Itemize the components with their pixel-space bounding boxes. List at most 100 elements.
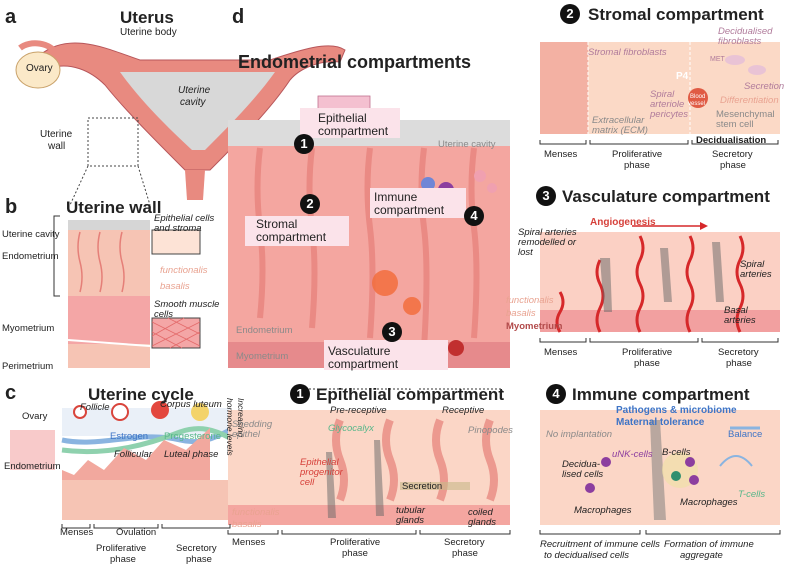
macrophages-label-1: Macrophages (574, 505, 632, 516)
angiogenesis-label: Angiogenesis (590, 217, 656, 228)
d-number-4: 4 (464, 206, 484, 226)
epithelial-cells-label-2: and stroma (154, 223, 202, 234)
pathogens-label: Pathogens & microbiome (616, 405, 737, 416)
phase-brackets (53, 140, 781, 535)
no-implantation-label: No implantation (546, 429, 613, 440)
mesenchymal-label-1: Mesenchymal (716, 109, 775, 120)
b-myometrium-label: Myometrium (2, 323, 55, 334)
v-functionalis-label: functionalis (506, 295, 554, 306)
uterine-wall-label-1: Uterine (40, 129, 73, 140)
uterine-cavity-label-1: Uterine (178, 85, 211, 96)
d-stromal-label-2: compartment (256, 230, 327, 244)
b-perimetrium-label: Perimetrium (2, 361, 54, 372)
panel-label-c: c (5, 382, 17, 404)
uterine-cycle-illustration (10, 401, 232, 520)
c-proliferative-label-2: phase (110, 554, 136, 565)
decidualisation-label: Decidualisation (696, 135, 767, 146)
v-basalis-label: basalis (506, 308, 536, 319)
uterine-wall-label-2: wall (48, 141, 66, 152)
coiled-label-2: glands (468, 517, 496, 528)
balance-label: Balance (728, 429, 763, 440)
macrophages-label-2: Macrophages (680, 497, 738, 508)
stromal-title: Stromal compartment (588, 5, 764, 24)
mesenchymal-label-2: stem cell (716, 119, 754, 130)
basal-arteries-label-1: Basal (724, 305, 748, 316)
d-epithelial-label-2: compartment (318, 124, 389, 138)
tubular-label-1: tubular (396, 505, 426, 516)
immune-number: 4 (546, 384, 566, 404)
e-menses-label: Menses (232, 537, 266, 548)
progenitor-label-3: cell (300, 477, 315, 488)
endometrium-illustration (228, 95, 510, 370)
stromal-secretory-label-1: Secretory (712, 149, 753, 160)
d-endometrium-label: Endometrium (236, 325, 293, 336)
v-secretory-label-2: phase (726, 358, 752, 369)
vasculature-illustration (540, 232, 780, 333)
epithelial-number: 1 (290, 384, 310, 404)
pre-receptive-label: Pre-receptive (330, 405, 387, 416)
follicular-label: Follicular (114, 449, 153, 460)
progesterone-label: Progesterone (164, 431, 222, 442)
stromal-menses-label: Menses (544, 149, 578, 160)
recruitment-label-1: Recruitment of immune cells (540, 539, 660, 550)
d-epithelial-label-1: Epithelial (318, 111, 367, 125)
epithelial-secretion-label: Secretion (402, 481, 443, 492)
d-vasculature-label-2: compartment (328, 357, 399, 371)
uterine-body-label: Uterine body (120, 27, 177, 38)
vasculature-number: 3 (536, 186, 556, 206)
d-myometrium-label: Myometrium (236, 351, 289, 362)
panel-label-d: d (232, 6, 245, 28)
spiral-arteriole-label-3: pericytes (650, 109, 689, 120)
c-secretory-label-1: Secretory (176, 543, 217, 554)
panel-label-b: b (5, 196, 18, 218)
stromal-proliferative-label-1: Proliferative (612, 149, 663, 160)
e-proliferative-label-2: phase (342, 548, 368, 559)
uterus-title: Uterus (120, 8, 174, 27)
decidualised-label-2: fibroblasts (718, 36, 762, 47)
v-menses-label: Menses (544, 347, 578, 358)
b-uterine-cavity-label: Uterine cavity (2, 229, 60, 240)
ovulation-label: Ovulation (116, 527, 157, 538)
v-secretory-label-1: Secretory (718, 347, 759, 358)
stromal-secretory-label-2: phase (720, 160, 746, 171)
d-vasculature-label-1: Vasculature (328, 344, 391, 358)
d-number-1: 1 (294, 134, 314, 154)
corpus-luteum-label: Corpus luteum (160, 399, 222, 410)
immune-title: Immune compartment (572, 385, 750, 404)
spiral-arteries-label-1: Spiral (740, 259, 765, 270)
c-ovary-label: Ovary (22, 411, 48, 422)
recruitment-label-2: to decidualised cells (544, 550, 630, 561)
blood-vessel-label-2: vessel (688, 101, 706, 107)
d-uterine-cavity-label: Uterine cavity (438, 139, 496, 150)
basal-arteries-label-2: arteries (724, 315, 756, 326)
spiral-arteriole-label-2: arteriole (650, 99, 685, 110)
epithelial-title: Epithelial compartment (316, 385, 504, 404)
epithelial-illustration (228, 410, 510, 525)
c-menses-label: Menses (60, 527, 94, 538)
c-proliferative-label-1: Proliferative (96, 543, 147, 554)
decidualised-label-1: Decidualised (718, 26, 773, 37)
blood-vessel-label-1: Blood (690, 94, 706, 100)
spiral-arteriole-label-1: Spiral (650, 89, 675, 100)
stromal-number: 2 (560, 4, 580, 24)
stromal-proliferative-label-2: phase (624, 160, 650, 171)
epithelial-cells-label-1: Epithelial cells (154, 213, 215, 224)
uterine-wall-illustration (67, 220, 201, 368)
progenitor-label-2: progenitor (300, 467, 343, 478)
panel-label-a: a (5, 6, 17, 28)
e-secretory-label-1: Secretory (444, 537, 485, 548)
t-cells-label: T-cells (738, 489, 766, 500)
ovary-label: Ovary (26, 63, 53, 74)
decidualised-cells-label-2: lised cells (562, 469, 604, 480)
glycocalyx-label: Glycocalyx (328, 423, 374, 434)
uterine-cavity-label-2: cavity (180, 97, 206, 108)
pinopodes-label: Pinopodes (468, 425, 513, 436)
b-endometrium-label: Endometrium (2, 251, 59, 262)
estrogen-label: Estrogen (110, 431, 149, 442)
v-proliferative-label-2: phase (634, 358, 660, 369)
p4-label: P4 (676, 71, 689, 82)
spiral-arteries-label-2: arteries (740, 269, 772, 280)
increasing-hormone-label-2: hormone levels (224, 398, 235, 456)
follicle-label: Follicle (80, 402, 110, 413)
